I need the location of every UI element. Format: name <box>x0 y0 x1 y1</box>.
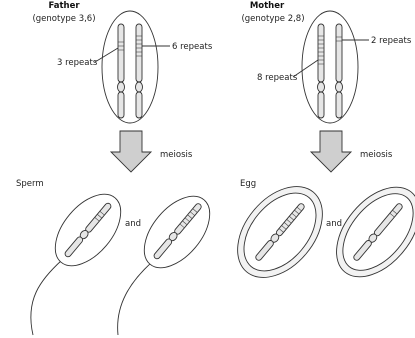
father-genotype: (genotype 3,6) <box>32 14 95 24</box>
father-chromosome-6-repeats <box>136 24 143 118</box>
sperm-and-label: and <box>125 219 141 229</box>
mother-genotype: (genotype 2,8) <box>241 14 304 24</box>
egg-cell-1 <box>221 170 340 293</box>
father-title: Father <box>48 1 80 11</box>
mother-chromosome-8-repeats <box>318 24 325 118</box>
mother-chromosome-2-repeats <box>336 24 343 118</box>
egg-label: Egg <box>240 179 256 189</box>
mother-cell <box>302 11 358 123</box>
egg-cell-2 <box>320 172 415 293</box>
father-meiosis-label: meiosis <box>160 150 193 160</box>
egg-and-label: and <box>326 219 342 229</box>
sperm-tail-1 <box>31 260 62 335</box>
mother-meiosis-arrow <box>311 131 351 172</box>
mother-title: Mother <box>250 1 285 11</box>
father-right-label: 6 repeats <box>172 42 213 52</box>
mother-meiosis-label: meiosis <box>360 150 393 160</box>
sperm-label: Sperm <box>16 179 44 189</box>
sperm-cell-1 <box>31 182 134 335</box>
father-meiosis-arrow <box>111 131 151 172</box>
father-chromosome-3-repeats <box>118 24 125 118</box>
father-cell <box>102 11 158 123</box>
sperm-tail-2 <box>118 262 152 335</box>
mother-left-label: 8 repeats <box>257 73 298 83</box>
mother-right-label: 2 repeats <box>371 36 412 46</box>
father-left-label: 3 repeats <box>57 58 98 68</box>
sperm-cell-2 <box>118 184 223 335</box>
